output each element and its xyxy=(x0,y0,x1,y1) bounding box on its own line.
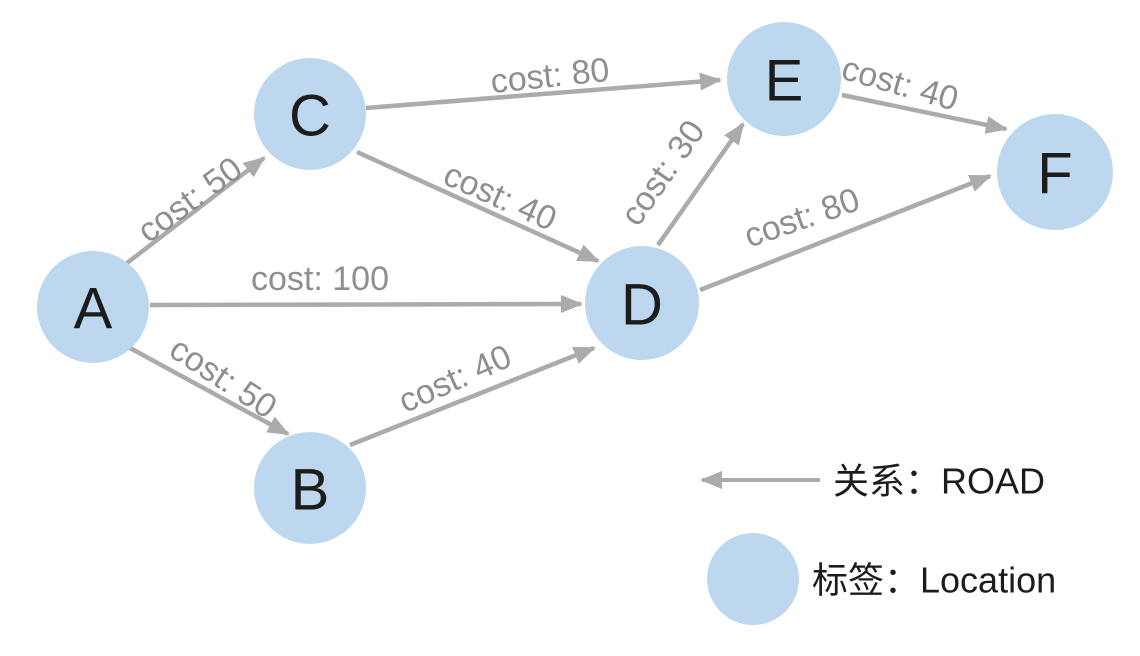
legend-node-label: 标签：Location xyxy=(812,560,1056,601)
node-C xyxy=(254,58,366,170)
edge-A-D xyxy=(149,295,583,314)
node-label-D: D xyxy=(621,273,663,338)
legend-relationship-label: 关系：ROAD xyxy=(833,461,1045,502)
edge-A-B xyxy=(128,346,290,436)
edge-E-F xyxy=(841,92,1008,134)
node-label-A: A xyxy=(74,277,113,342)
node-F xyxy=(997,114,1113,230)
edge-C-E xyxy=(365,72,722,111)
node-label-E: E xyxy=(765,49,804,114)
edge-label-D-E: cost: 30 xyxy=(613,113,712,232)
edge-D-E xyxy=(656,122,745,247)
edge-label-C-E: cost: 80 xyxy=(489,51,611,101)
edge-A-C xyxy=(125,156,266,265)
legend-node-circle-icon xyxy=(707,533,799,625)
edge-B-D xyxy=(349,345,596,448)
node-B xyxy=(254,432,366,544)
edge-C-D xyxy=(356,149,600,264)
edge-label-B-D: cost: 40 xyxy=(393,337,517,420)
edge-label-D-F: cost: 80 xyxy=(740,181,865,256)
node-E xyxy=(727,22,841,136)
node-label-C: C xyxy=(289,84,331,149)
node-A xyxy=(37,251,149,363)
node-label-F: F xyxy=(1037,142,1072,207)
edge-label-A-C: cost: 50 xyxy=(131,150,250,251)
edge-D-F xyxy=(699,173,992,293)
node-D xyxy=(585,246,699,360)
node-label-B: B xyxy=(291,458,330,523)
edge-label-A-D: cost: 100 xyxy=(251,260,389,298)
edge-label-C-D: cost: 40 xyxy=(438,155,562,238)
